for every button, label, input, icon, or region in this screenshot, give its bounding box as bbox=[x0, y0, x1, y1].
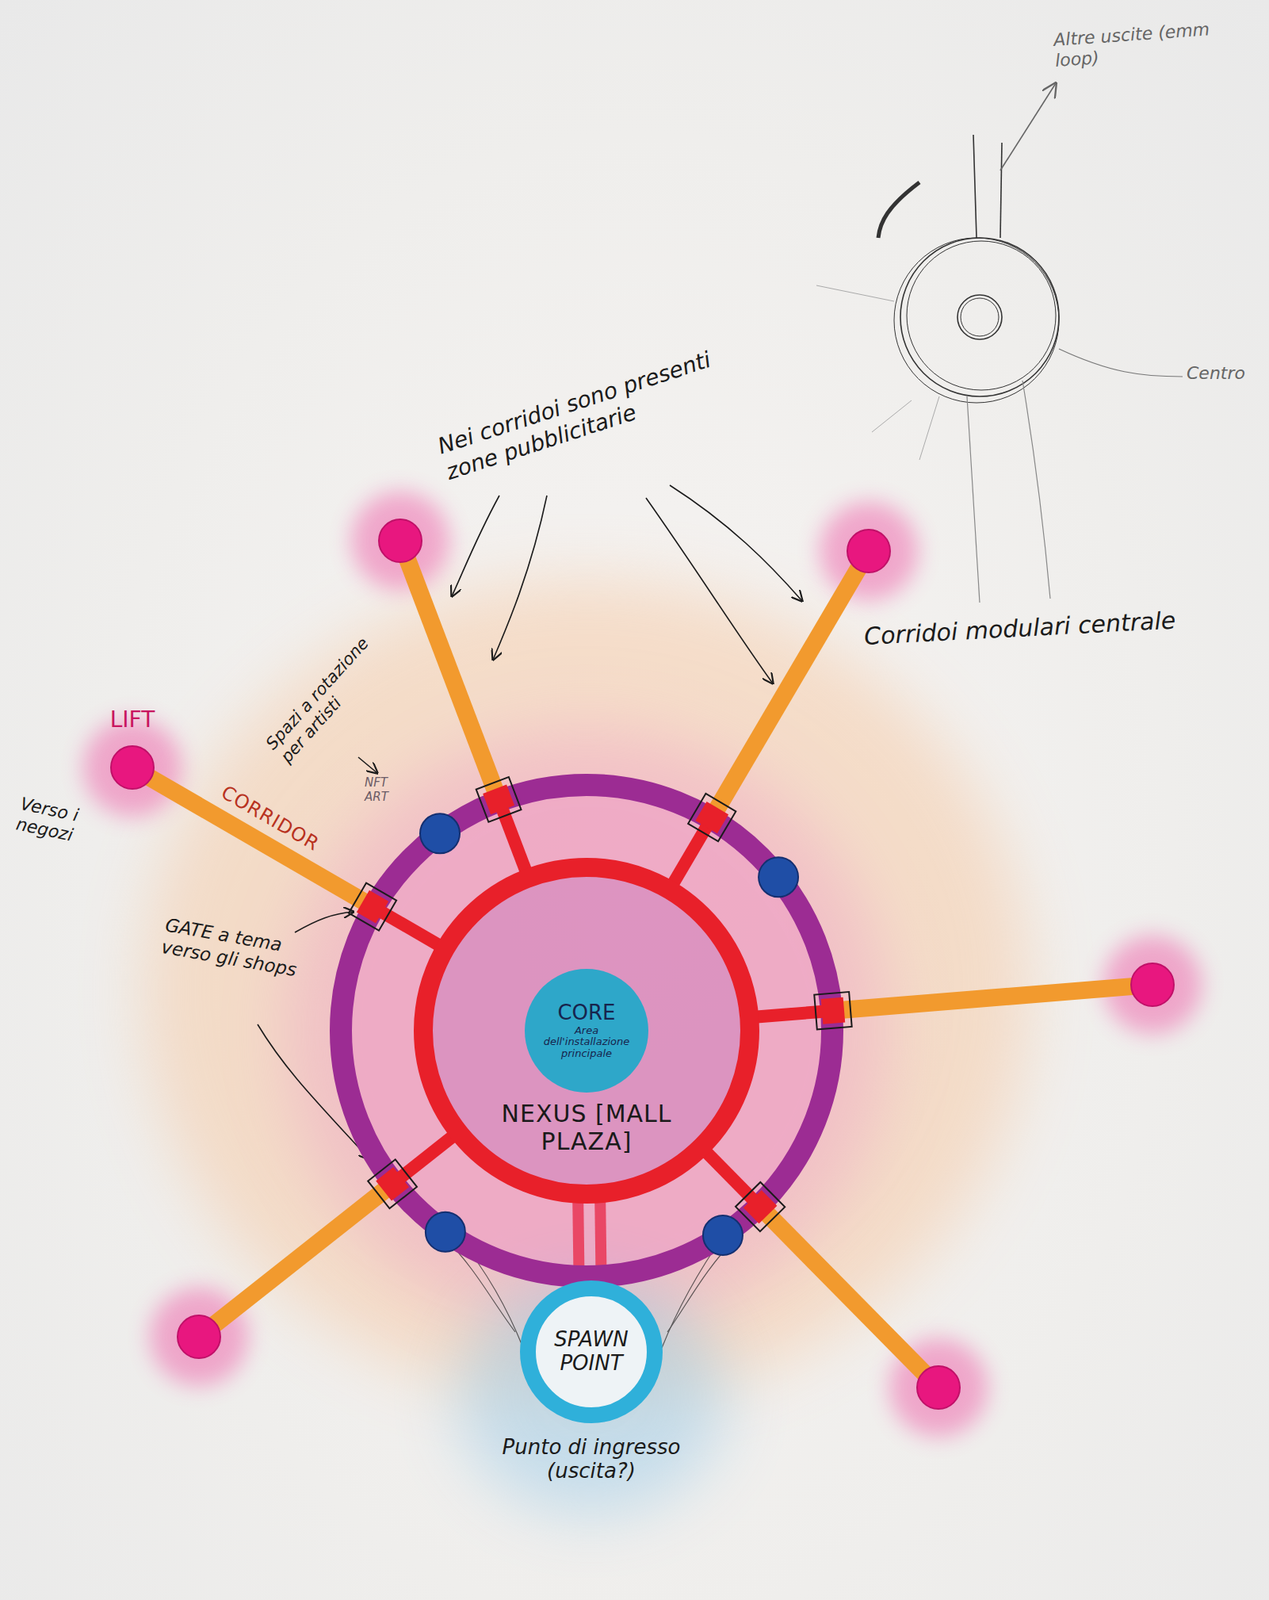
gate bbox=[476, 776, 522, 822]
color-haze bbox=[142, 578, 1031, 1514]
blue-point bbox=[420, 813, 460, 853]
corridor bbox=[211, 1189, 386, 1327]
lift-circle: LIFT bbox=[110, 745, 155, 790]
edge-label: CORRIDOR bbox=[217, 780, 325, 855]
gate bbox=[735, 1181, 785, 1231]
blue-point bbox=[703, 1215, 743, 1255]
gate bbox=[688, 793, 736, 841]
node-text: CORE bbox=[557, 1001, 616, 1025]
annotation: Spazi a rotazione per artisti bbox=[262, 628, 394, 768]
corridor bbox=[842, 986, 1137, 1010]
blue-point bbox=[425, 1211, 466, 1252]
lift-circle-outline bbox=[110, 745, 155, 790]
concept-sketch bbox=[816, 83, 1183, 603]
node-text: Punto di ingresso (uscita?) bbox=[464, 1435, 719, 1484]
annotation: Altre uscite (emm loop) bbox=[1052, 17, 1238, 73]
node-text: LIFT bbox=[86, 707, 179, 733]
node-text: Area dell'installazione principale bbox=[539, 1024, 634, 1061]
spawn-point-circle: SPAWN POINTPunto di ingresso (uscita?) bbox=[519, 1280, 663, 1423]
corridor bbox=[716, 564, 861, 810]
node-text: SPAWN POINT bbox=[543, 1327, 639, 1376]
corridor-bars bbox=[177, 519, 1174, 1409]
annotation: GATE a tema verso gli shops bbox=[160, 913, 305, 982]
connector bbox=[147, 775, 365, 903]
lift-dot bbox=[917, 1365, 960, 1409]
annotation: Centro bbox=[1186, 363, 1262, 384]
corridor bbox=[767, 1213, 928, 1377]
gate bbox=[348, 882, 397, 931]
lift-dot bbox=[1131, 963, 1174, 1006]
blue-point bbox=[758, 856, 799, 897]
annotation: Corridoi modulari centrale bbox=[863, 601, 1261, 651]
lift-dot bbox=[847, 529, 891, 573]
lift-dot bbox=[177, 1314, 221, 1358]
lift-dot bbox=[378, 519, 422, 562]
annotation: NFT ART bbox=[364, 775, 413, 804]
core-circle: COREArea dell'installazione principale bbox=[524, 968, 649, 1093]
annotation: Verso i negozi bbox=[14, 793, 111, 853]
node-text: NEXUS [MALL PLAZA] bbox=[495, 1100, 678, 1155]
mall-plaza-ring: NEXUS [MALL PLAZA] COREArea dell'installa… bbox=[324, 768, 849, 1292]
gate bbox=[367, 1158, 417, 1208]
corridor bbox=[405, 555, 496, 791]
annotation: Nei corridoi sono presenti zone pubblici… bbox=[434, 328, 776, 486]
gate bbox=[814, 991, 852, 1029]
